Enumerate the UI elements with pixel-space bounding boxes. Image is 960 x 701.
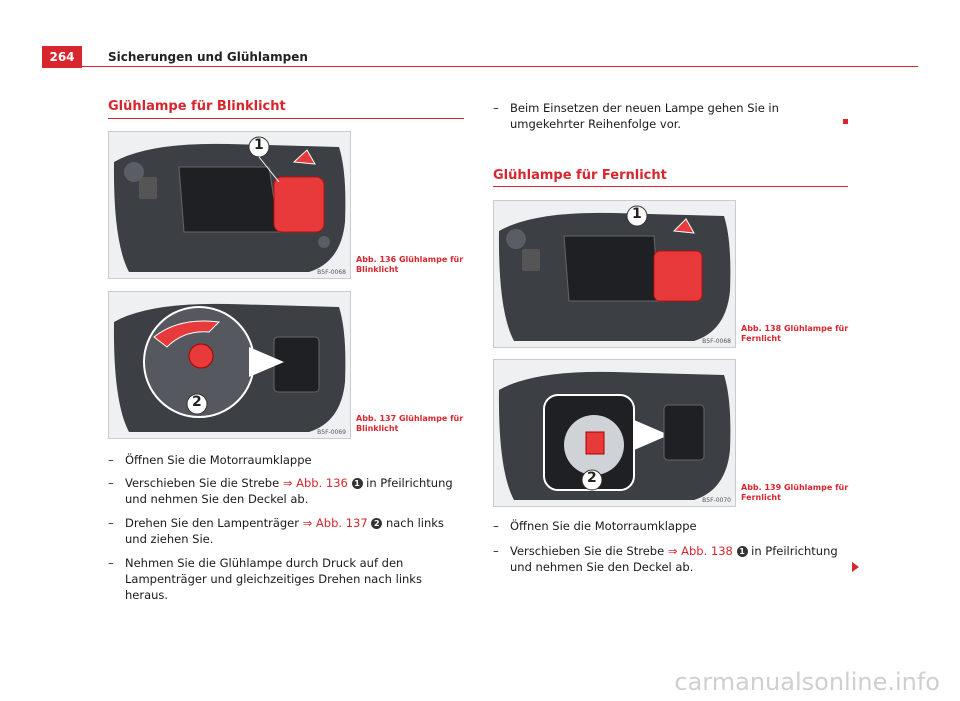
list-item: – Öffnen Sie die Motorraumklappe [108,453,312,467]
figure-callout: 2 [587,470,597,486]
callout-badge: 2 [371,518,383,529]
figure-code: B5F-0069 [317,429,346,436]
figure-code: B5F-0070 [702,497,731,504]
figure-138-image: 1 B5F-0068 [493,200,736,348]
callout-badge: 1 [736,546,748,557]
figure-code: B5F-0068 [317,269,346,276]
figure-137-caption: Abb. 137 Glühlampe für Blinklicht [356,414,464,433]
list-item: – Öffnen Sie die Motorraumklappe [493,519,697,533]
headlight-illustration [498,371,731,500]
section-title-fernlicht: Glühlampe für Fernlicht [493,168,667,183]
figure-code: B5F-0068 [702,338,731,345]
figure-reference-link[interactable]: ⇒ Abb. 137 [302,516,368,530]
callout-badge: 1 [351,478,363,489]
figure-136-caption: Abb. 136 Glühlampe für Blinklicht [356,255,464,274]
page-header-title: Sicherungen und Glühlampen [108,50,308,64]
header-divider [82,66,918,67]
continue-arrow-icon [852,562,859,572]
list-item: – Drehen Sie den Lampenträger ⇒ Abb. 137… [108,516,444,546]
figure-139-image: 2 B5F-0070 [493,359,736,507]
section-divider [493,186,848,187]
section-divider [108,118,464,119]
headlight-illustration [113,303,346,432]
figure-137-image: 2 B5F-0069 [108,291,351,439]
section-end-marker [843,119,848,124]
figure-reference-link[interactable]: ⇒ Abb. 136 [282,476,348,490]
figure-callout: 1 [632,206,642,222]
list-item: – Nehmen Sie die Glühlampe durch Druck a… [108,556,422,602]
figure-138-caption: Abb. 138 Glühlampe für Fernlicht [741,324,849,343]
figure-reference-link[interactable]: ⇒ Abb. 138 [667,544,733,558]
headlight-illustration [498,205,731,341]
section-title-blinklicht: Glühlampe für Blinklicht [108,99,286,114]
list-item: – Verschieben Sie die Strebe ⇒ Abb. 136 … [108,476,453,506]
page-number: 264 [42,46,82,68]
list-item: – Beim Einsetzen der neuen Lampe gehen S… [493,101,779,131]
list-item: – Verschieben Sie die Strebe ⇒ Abb. 138 … [493,544,838,574]
figure-callout: 2 [192,394,202,410]
watermark: carmanualsonline.info [674,668,940,696]
figure-139-caption: Abb. 139 Glühlampe für Fernlicht [741,483,849,502]
figure-callout: 1 [254,137,264,153]
headlight-illustration [113,136,346,272]
figure-136-image: 1 B5F-0068 [108,131,351,279]
